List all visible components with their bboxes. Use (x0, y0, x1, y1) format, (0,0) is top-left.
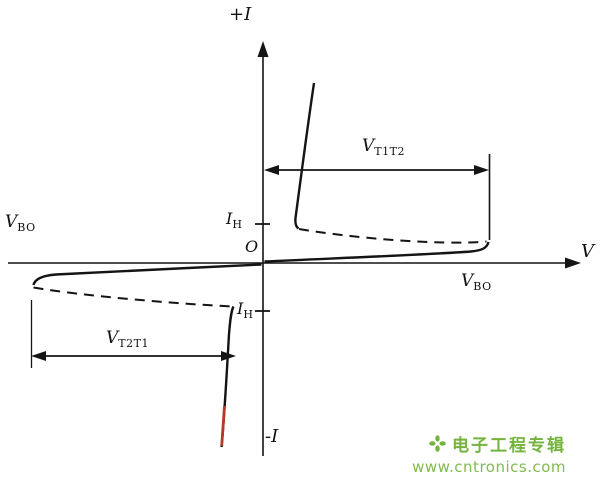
vt2t1-subscript: T2T1 (118, 337, 149, 350)
watermark-url: www.cntronics.com (412, 458, 566, 476)
positive-current-axis-label: +I (229, 4, 252, 25)
ih-bottom-subscript: H (243, 308, 254, 321)
ih-bottom-label: IH (237, 299, 254, 321)
ih-bottom-symbol: I (237, 299, 244, 318)
watermark-brand-text: 电子工程专辑 (452, 436, 566, 456)
vbo-left-symbol: V (5, 212, 18, 232)
red-mark-segment (220, 405, 226, 447)
vbo-left-subscript: BO (17, 221, 36, 234)
negative-resistance-dashed-quadrant1 (298, 228, 487, 244)
vbo-left-label: VBO (5, 212, 36, 234)
vt1t2-right-arrowhead-icon (474, 165, 489, 175)
ih-top-label: IH (226, 209, 243, 231)
off-state-curve-quadrant1 (264, 241, 490, 263)
ih-top-symbol: I (226, 209, 233, 228)
vt2t1-symbol: V (106, 328, 119, 348)
vt2t1-label: VT2T1 (106, 328, 149, 350)
vt1t2-symbol: V (362, 136, 375, 156)
vbo-right-symbol: V (461, 271, 474, 291)
vt2t1-left-arrowhead-icon (31, 351, 46, 361)
on-state-curve-quadrant1 (294, 82, 316, 230)
vbo-right-label: VBO (461, 271, 492, 293)
voltage-axis-arrowhead-icon (565, 257, 581, 269)
voltage-axis-label: V (581, 241, 594, 262)
vt1t2-subscript: T1T2 (374, 145, 405, 158)
origin-label: O (245, 237, 259, 256)
vt2t1-right-arrowhead-icon (221, 351, 236, 361)
watermark-flower-logo-icon (429, 435, 446, 452)
vbo-right-subscript: BO (473, 280, 492, 293)
watermark: 电子工程专辑 www.cntronics.com (412, 431, 566, 476)
negative-resistance-dashed-quadrant3 (33, 286, 234, 308)
watermark-brand-row: 电子工程专辑 (412, 431, 566, 456)
ih-top-subscript: H (232, 218, 243, 231)
negative-current-axis-label: -I (265, 426, 279, 447)
off-state-curve-quadrant3 (32, 263, 262, 286)
vt1t2-left-arrowhead-icon (264, 165, 279, 175)
watermark-url-text: www.cntronics.com (412, 458, 566, 476)
current-axis-arrowhead-icon (257, 41, 269, 57)
vt1t2-label: VT1T2 (362, 136, 405, 158)
